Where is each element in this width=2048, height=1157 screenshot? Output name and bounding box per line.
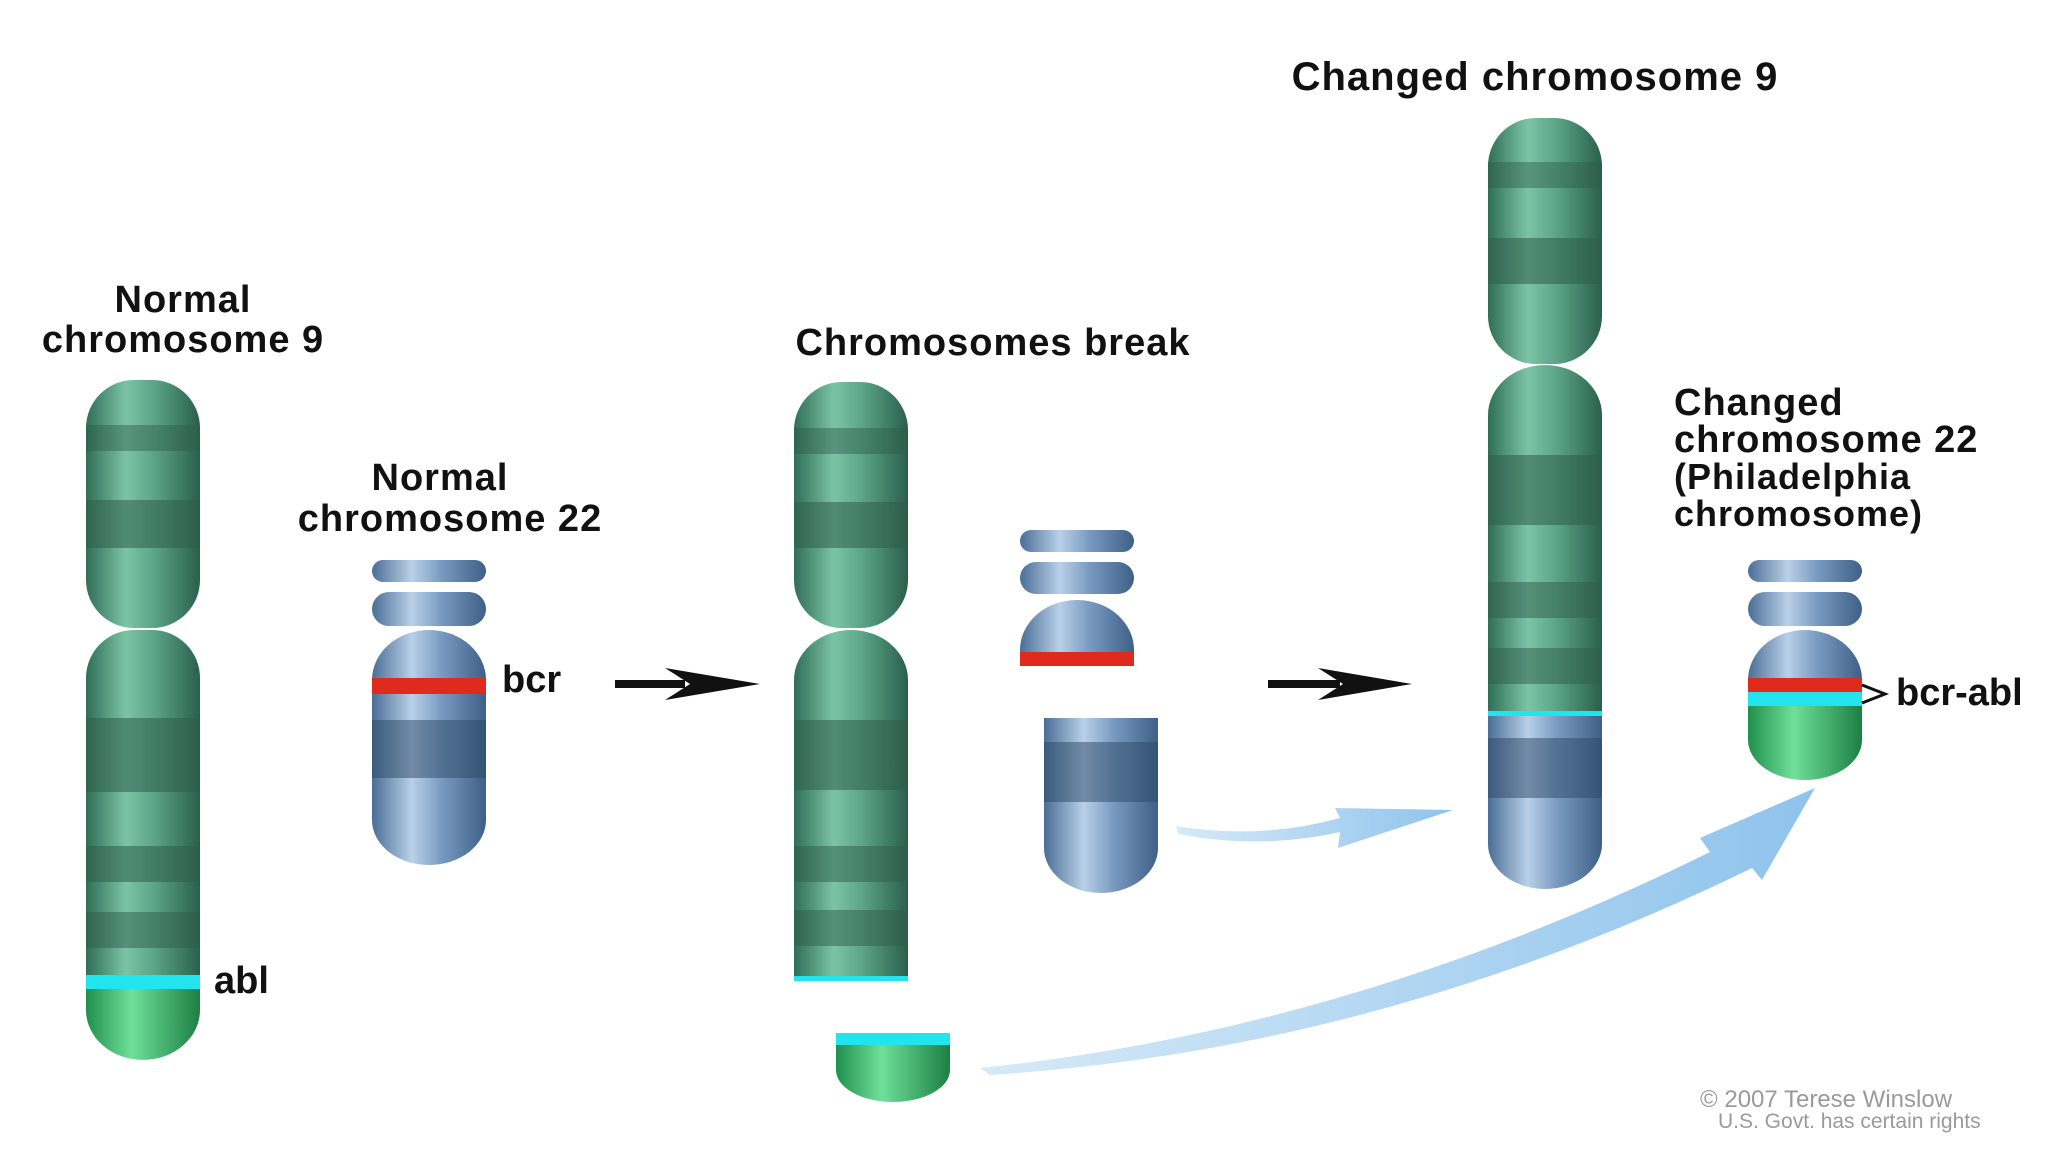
- broken-chromosome-9: [794, 382, 908, 981]
- credit-line2: U.S. Govt. has certain rights: [1718, 1110, 1981, 1133]
- bcr-band: [372, 678, 486, 694]
- normal-chr9-label-line1: Normal: [115, 279, 252, 321]
- broken-abl-fragment: [836, 1033, 950, 1102]
- broken-chromosome-22-top: [1020, 530, 1134, 666]
- broken-chromosome-22-bottom: [1044, 718, 1158, 893]
- credit-line1: © 2007 Terese Winslow: [1700, 1086, 1953, 1113]
- changed-chr22-label-line4: chromosome): [1674, 493, 1923, 534]
- break-label: Chromosomes break: [795, 322, 1190, 364]
- changed-chr22-label-line1: Changed: [1674, 382, 1844, 424]
- normal-chr22-label-line2: chromosome 22: [298, 498, 602, 540]
- bcr-label: bcr: [502, 659, 561, 701]
- abl-band: [86, 975, 200, 989]
- abl-label: abl: [214, 960, 269, 1002]
- fusion-pointer: [1861, 683, 1890, 705]
- normal-chromosome-22: [372, 560, 486, 865]
- changed-chr22-label-line3: (Philadelphia: [1674, 456, 1911, 497]
- normal-chr9-label-line2: chromosome 9: [42, 319, 324, 361]
- translocation-arrow-22-to-9: [1176, 808, 1453, 848]
- changed-chr22-label-line2: chromosome 22: [1674, 419, 1978, 461]
- step-arrow-2: [1268, 668, 1412, 700]
- normal-chromosome-9: [86, 380, 200, 1060]
- philadelphia-chromosome: [1748, 560, 1862, 780]
- changed-chromosome-9: [1488, 118, 1602, 889]
- normal-chr22-label-line1: Normal: [372, 457, 509, 499]
- bcr-abl-label: bcr-abl: [1896, 672, 2023, 714]
- step-arrow-1: [615, 668, 760, 700]
- changed-chr9-label: Changed chromosome 9: [1292, 55, 1779, 99]
